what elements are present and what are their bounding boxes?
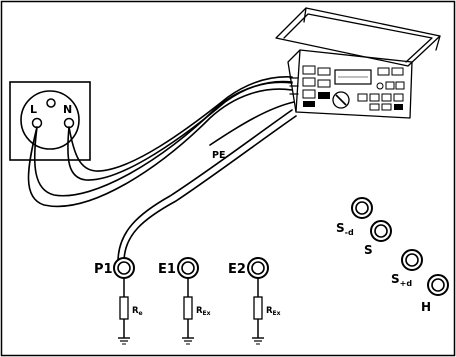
probe-e2: E2 REx [228,257,281,345]
probe-e2-resistor [253,296,263,320]
pe-label: PE [212,150,225,161]
earth-tester-instrument [275,7,441,119]
resistor-rex1-main: R [196,306,203,316]
socket-s-plus-d-sub: +d [400,279,413,288]
svg-text:REx: REx [266,306,281,317]
probe-e1: E1 REx [158,257,211,345]
svg-text:REx: REx [196,306,211,317]
neutral-label: N [63,103,72,116]
probe-p1-label: P1 [94,262,113,277]
socket-h-label: H [421,300,431,314]
test-leads [27,76,297,263]
resistor-rex2-sub: Ex [273,310,281,317]
socket-s-minus-d: S-d [336,197,373,237]
socket-s-plus-d: S+d [391,249,423,288]
resistor-re-main: R [132,306,139,316]
live-pin-icon [31,117,43,129]
neutral-pin-icon [63,117,75,129]
earth-pin-icon [46,98,56,108]
socket-h: H [421,274,449,314]
svg-text:S+d: S+d [391,272,412,288]
socket-s: S [364,220,392,257]
wall-outlet: L N [9,81,91,161]
resistor-rex2-main: R [266,306,273,316]
socket-s-minus-d-sub: -d [345,228,354,237]
socket-s-label: S [364,243,373,257]
socket-s-minus-d-main: S [336,221,345,235]
live-label: L [30,103,37,116]
resistor-re-sub: e [139,310,143,317]
probe-p1-resistor [119,296,129,320]
svg-text:S-d: S-d [336,221,354,237]
socket-s-plus-d-main: S [391,272,400,286]
probe-e1-label: E1 [158,262,176,277]
svg-text:Re: Re [132,306,143,317]
probe-e1-resistor [183,296,193,320]
resistor-rex1-sub: Ex [203,310,211,317]
probe-p1: P1 Re [94,257,143,345]
probe-e2-label: E2 [228,262,246,277]
